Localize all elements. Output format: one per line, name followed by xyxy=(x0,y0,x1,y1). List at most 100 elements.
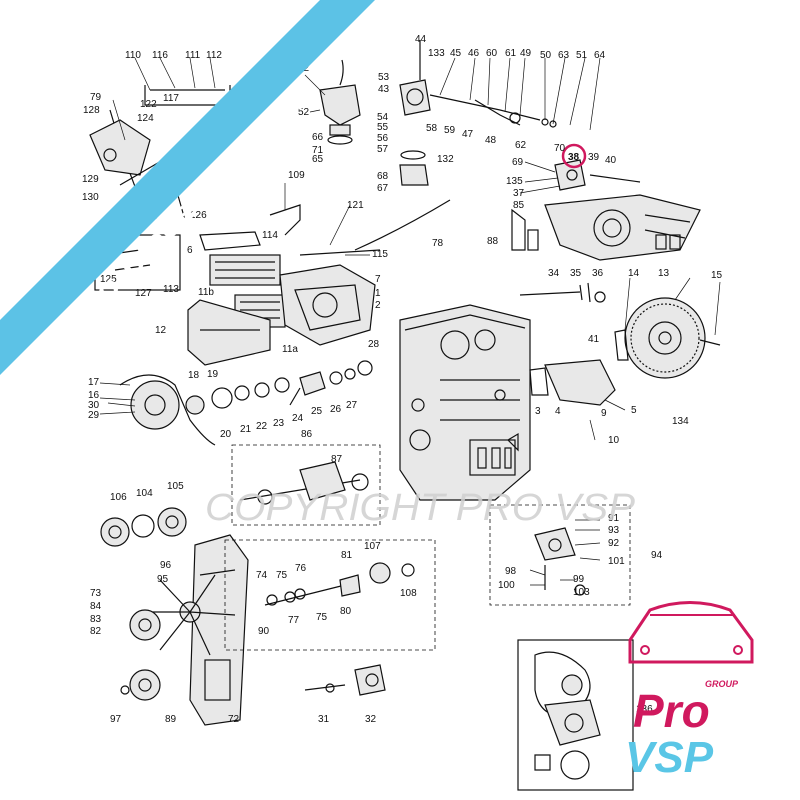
callout-13: 13 xyxy=(658,268,670,279)
callout-48: 48 xyxy=(485,135,497,146)
callout-4: 4 xyxy=(555,406,561,417)
callout-54: 54 xyxy=(377,112,389,123)
alternator-pulley xyxy=(120,669,161,701)
callout-96: 96 xyxy=(160,560,172,571)
callout-11b: 11b xyxy=(198,287,214,298)
timing-belt-front xyxy=(119,374,216,446)
callout-89: 89 xyxy=(165,714,177,725)
callout-34: 34 xyxy=(548,268,560,279)
callout-113: 113 xyxy=(163,284,179,295)
callout-72: 72 xyxy=(228,714,240,725)
callout-5: 5 xyxy=(631,405,637,416)
car-outline-icon xyxy=(628,601,754,664)
callout-103: 103 xyxy=(573,587,590,598)
camshaft-assembly xyxy=(519,282,616,406)
copyright-watermark: COPYRIGHT PRO VSP xyxy=(205,487,636,529)
callout-107: 107 xyxy=(364,541,381,552)
callout-7: 7 xyxy=(375,274,381,285)
callout-26: 26 xyxy=(330,404,342,415)
callout-15: 15 xyxy=(711,270,723,281)
callout-136: 136 xyxy=(636,704,653,715)
callout-63: 63 xyxy=(558,50,570,61)
callout-14: 14 xyxy=(628,268,640,279)
logo-vsp-text: VSP xyxy=(625,733,714,782)
callout-58: 58 xyxy=(426,123,438,134)
callout-90: 90 xyxy=(258,626,270,637)
pro-vsp-logo: GROUP Pro VSP xyxy=(625,601,754,782)
callout-110: 110 xyxy=(125,50,141,61)
timing-cover xyxy=(189,534,249,726)
callout-62: 62 xyxy=(515,140,527,151)
callout-2: 2 xyxy=(375,300,381,311)
callout-56: 56 xyxy=(377,133,389,144)
callout-134: 134 xyxy=(672,416,689,427)
engine-block xyxy=(399,304,531,501)
callout-12: 12 xyxy=(155,325,167,336)
highlight-ring xyxy=(561,143,587,169)
carburettor xyxy=(199,204,376,346)
callout-60: 60 xyxy=(486,48,498,59)
callout-129: 129 xyxy=(82,174,99,185)
callout-53: 53 xyxy=(378,72,390,83)
callout-73: 73 xyxy=(90,588,102,599)
callout-76: 76 xyxy=(295,563,307,574)
callout-50: 50 xyxy=(540,50,552,61)
callout-86: 86 xyxy=(301,429,313,440)
callout-31: 31 xyxy=(318,714,330,725)
callout-40: 40 xyxy=(605,155,617,166)
callout-97: 97 xyxy=(110,714,122,725)
callout-85: 85 xyxy=(513,200,525,211)
callout-30: 30 xyxy=(88,400,100,411)
callout-47: 47 xyxy=(462,129,474,140)
callout-36: 36 xyxy=(592,268,604,279)
callout-87: 87 xyxy=(331,454,343,465)
callout-25: 25 xyxy=(311,406,323,417)
callout-57: 57 xyxy=(377,144,389,155)
callout-125: 125 xyxy=(100,274,117,285)
oil-pump-gear xyxy=(231,444,381,526)
callout-11a: 11a xyxy=(282,344,298,355)
cylinder-head xyxy=(544,194,701,261)
callout-101: 101 xyxy=(608,556,625,567)
crankshaft-parts xyxy=(211,360,373,409)
callout-104: 104 xyxy=(136,488,153,499)
cooling-fan xyxy=(129,574,236,656)
callout-16: 16 xyxy=(88,390,100,401)
callout-22: 22 xyxy=(256,421,268,432)
callout-28: 28 xyxy=(368,339,380,350)
callout-111: 111 xyxy=(185,50,201,61)
logo-pro-text: Pro xyxy=(633,685,710,737)
logo-group-text: GROUP xyxy=(705,679,739,689)
callout-43: 43 xyxy=(378,84,390,95)
callout-124: 124 xyxy=(137,113,154,124)
callout-51: 51 xyxy=(576,50,588,61)
callout-132: 132 xyxy=(437,154,454,165)
callout-71: 71 xyxy=(312,145,324,156)
callout-66: 66 xyxy=(312,132,324,143)
callout-91: 91 xyxy=(608,513,620,524)
callout-77: 77 xyxy=(288,615,300,626)
callout-6: 6 xyxy=(187,245,193,256)
callout-82: 82 xyxy=(90,626,102,637)
rear-seal-set xyxy=(100,507,187,547)
callout-labels: 110 116 111 112 79 128 122 117 119 123 1… xyxy=(82,34,723,725)
callout-65: 65 xyxy=(312,154,324,165)
callout-59: 59 xyxy=(444,125,456,136)
callout-9: 9 xyxy=(601,408,607,419)
callout-83: 83 xyxy=(90,614,102,625)
callout-39: 39 xyxy=(588,152,600,163)
callout-88: 88 xyxy=(487,236,499,247)
leader-lines xyxy=(99,57,721,586)
callout-127: 127 xyxy=(135,288,152,299)
callout-32: 32 xyxy=(365,714,377,725)
callout-106: 106 xyxy=(110,492,127,503)
oil-pump-drive xyxy=(304,664,386,696)
callout-114: 114 xyxy=(262,230,278,241)
callout-80: 80 xyxy=(340,606,352,617)
callout-128: 128 xyxy=(83,105,100,116)
callout-99: 99 xyxy=(573,574,585,585)
callout-116: 116 xyxy=(152,50,168,61)
callout-115: 115 xyxy=(372,249,388,260)
callout-49: 49 xyxy=(520,48,532,59)
